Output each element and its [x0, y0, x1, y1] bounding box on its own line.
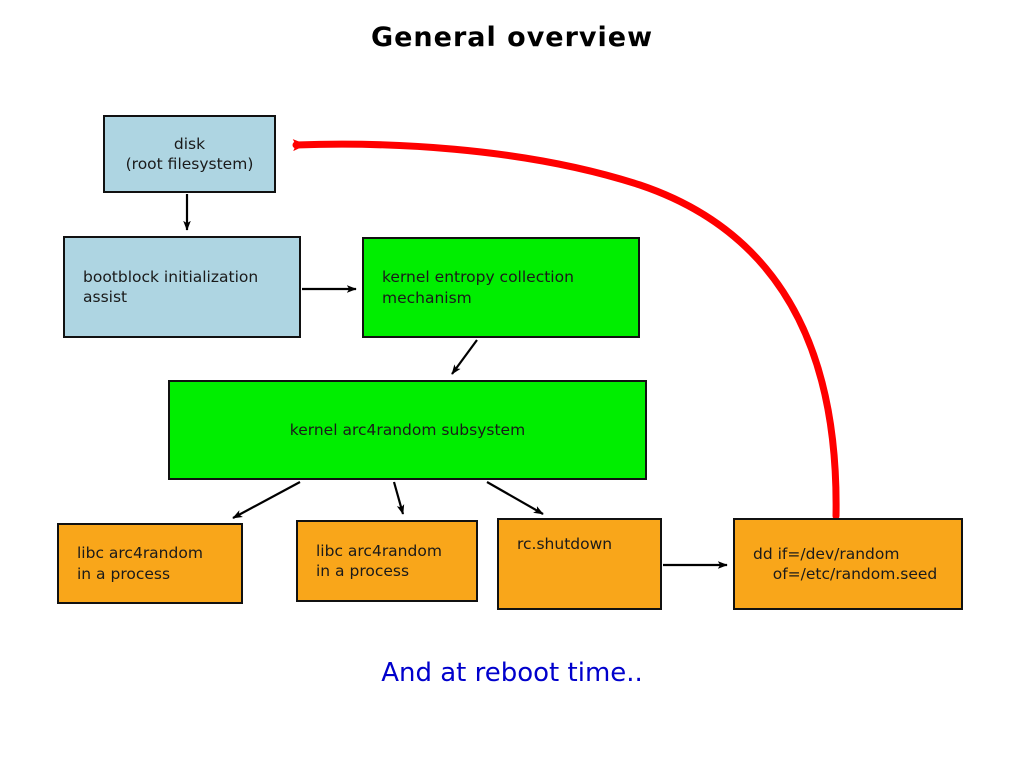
- node-libc-arc4random-1[interactable]: libc arc4random in a process: [57, 523, 243, 604]
- footnote-reboot-time: And at reboot time..: [381, 658, 643, 688]
- edge-arc4random-to-rc-shutdown: [486, 481, 544, 515]
- node-kernel-entropy-collection[interactable]: kernel entropy collection mechanism: [362, 237, 640, 338]
- node-disk[interactable]: disk (root filesystem): [103, 115, 276, 193]
- node-libc-arc4random-2[interactable]: libc arc4random in a process: [296, 520, 478, 602]
- node-rc-shutdown-label: rc.shutdown: [517, 535, 613, 553]
- node-libc-arc4random-2-label: libc arc4random in a process: [316, 541, 442, 580]
- node-bootblock-initialization-assist[interactable]: bootblock initialization assist: [63, 236, 301, 338]
- page-title: General overview: [370, 22, 654, 53]
- node-dd-random-seed[interactable]: dd if=/dev/random of=/etc/random.seed: [733, 518, 963, 610]
- edge-arc4random-to-libc-2: [392, 481, 405, 515]
- node-libc-arc4random-1-label: libc arc4random in a process: [77, 544, 203, 583]
- node-rc-shutdown[interactable]: rc.shutdown: [497, 518, 662, 610]
- node-disk-label: disk (root filesystem): [125, 134, 254, 173]
- node-dd-random-seed-label: dd if=/dev/random of=/etc/random.seed: [753, 544, 938, 583]
- edge-entropy-to-arc4random: [451, 339, 478, 375]
- edge-arc4random-to-libc-1: [232, 481, 301, 519]
- node-bootblock-label: bootblock initialization assist: [83, 267, 259, 306]
- node-kernel-arc4random-label: kernel arc4random subsystem: [289, 420, 526, 439]
- node-kernel-entropy-label: kernel entropy collection mechanism: [382, 268, 574, 307]
- node-kernel-arc4random-subsystem[interactable]: kernel arc4random subsystem: [168, 380, 647, 480]
